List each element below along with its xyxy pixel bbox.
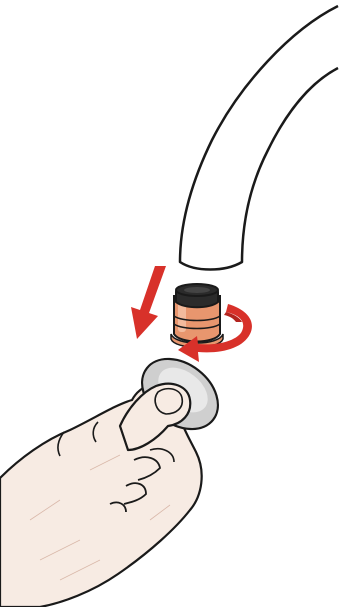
faucet-spout-icon	[180, 6, 338, 270]
down-arrow-icon	[131, 266, 166, 339]
